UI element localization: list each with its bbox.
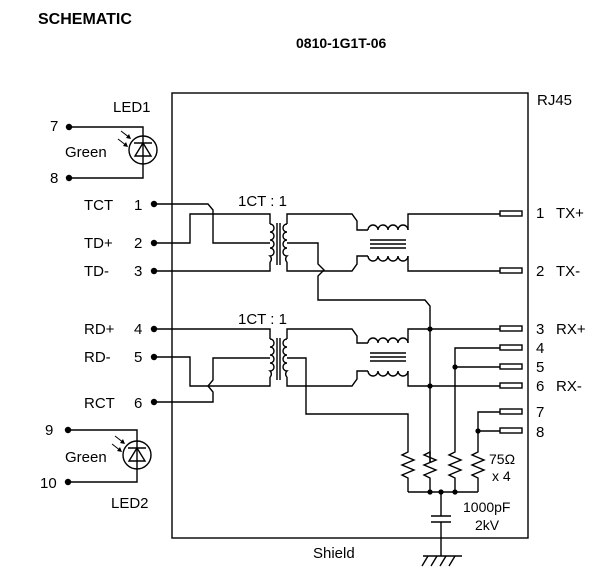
left-pin-num: 6 [134,395,142,412]
led1-color: Green [65,144,107,161]
left-pin-name: TD+ [84,235,113,252]
ground-icon [421,555,462,567]
led1-pin-a: 7 [50,118,58,135]
led1-symbol: LED1 7 8 Green [50,99,158,187]
cap-voltage: 2kV [475,517,500,533]
led1-label: LED1 [113,99,151,116]
right-pin-stubs [499,210,523,434]
led1-pin-b: 8 [50,170,58,187]
right-pin-num: 5 [536,359,544,376]
right-pin-num: 7 [536,404,544,421]
left-pin-num: 5 [134,349,142,366]
led2-symbol: LED2 9 10 Green [40,422,152,512]
right-pin-name: RX- [556,378,582,395]
right-pin-num: 6 [536,378,544,395]
left-pin-labels: TCT 1 TD+ 2 TD- 3 RD+ 4 RD- 5 RCT 6 [84,197,142,412]
right-pin-name: TX+ [556,205,584,222]
led1-wire-b [69,164,144,179]
left-pin-num: 4 [134,321,142,338]
right-pin-num: 2 [536,263,544,280]
resistor-count: x 4 [492,468,511,484]
left-pin-name: TD- [84,263,109,280]
right-pin-num: 4 [536,340,544,357]
resistor-value: 75Ω [489,451,515,467]
left-pin-num: 3 [134,263,142,280]
led2-pin-b: 10 [40,475,57,492]
top-ratio-label: 1CT : 1 [238,193,287,210]
right-pin-name: RX+ [556,321,586,338]
bottom-transformer-wiring: 1CT : 1 [154,311,500,450]
left-pin-name: RD+ [84,321,115,338]
right-pin-num: 8 [536,424,544,441]
schematic-title: SCHEMATIC [38,11,132,28]
bottom-ratio-label: 1CT : 1 [238,311,287,328]
left-pin-num: 2 [134,235,142,252]
left-pin-name: RD- [84,349,111,366]
led2-color: Green [65,449,107,466]
rj45-label: RJ45 [537,92,572,109]
left-pin-dots [150,200,158,406]
cap-value: 1000pF [463,499,510,515]
part-number: 0810-1G1T-06 [296,35,386,51]
rj45-housing [171,92,529,539]
led2-label: LED2 [111,495,149,512]
termination-network: 75Ω x 4 1000pF 2kV [400,326,515,556]
left-pin-name: TCT [84,197,113,214]
led2-pin-a: 9 [45,422,53,439]
top-transformer-wiring: 1CT : 1 [154,193,500,462]
right-pin-labels: 1 TX+ 2 TX- 3 RX+ 4 5 6 RX- 7 8 [536,205,586,441]
right-pin-name: TX- [556,263,580,280]
led2-wire-a [68,429,138,441]
left-pin-num: 1 [134,197,142,214]
right-pin-num: 1 [536,205,544,222]
led1-wire-a [69,126,144,136]
shield-label: Shield [313,545,355,562]
left-pin-name: RCT [84,395,115,412]
right-pin-num: 3 [536,321,544,338]
led2-wire-b [68,469,138,483]
